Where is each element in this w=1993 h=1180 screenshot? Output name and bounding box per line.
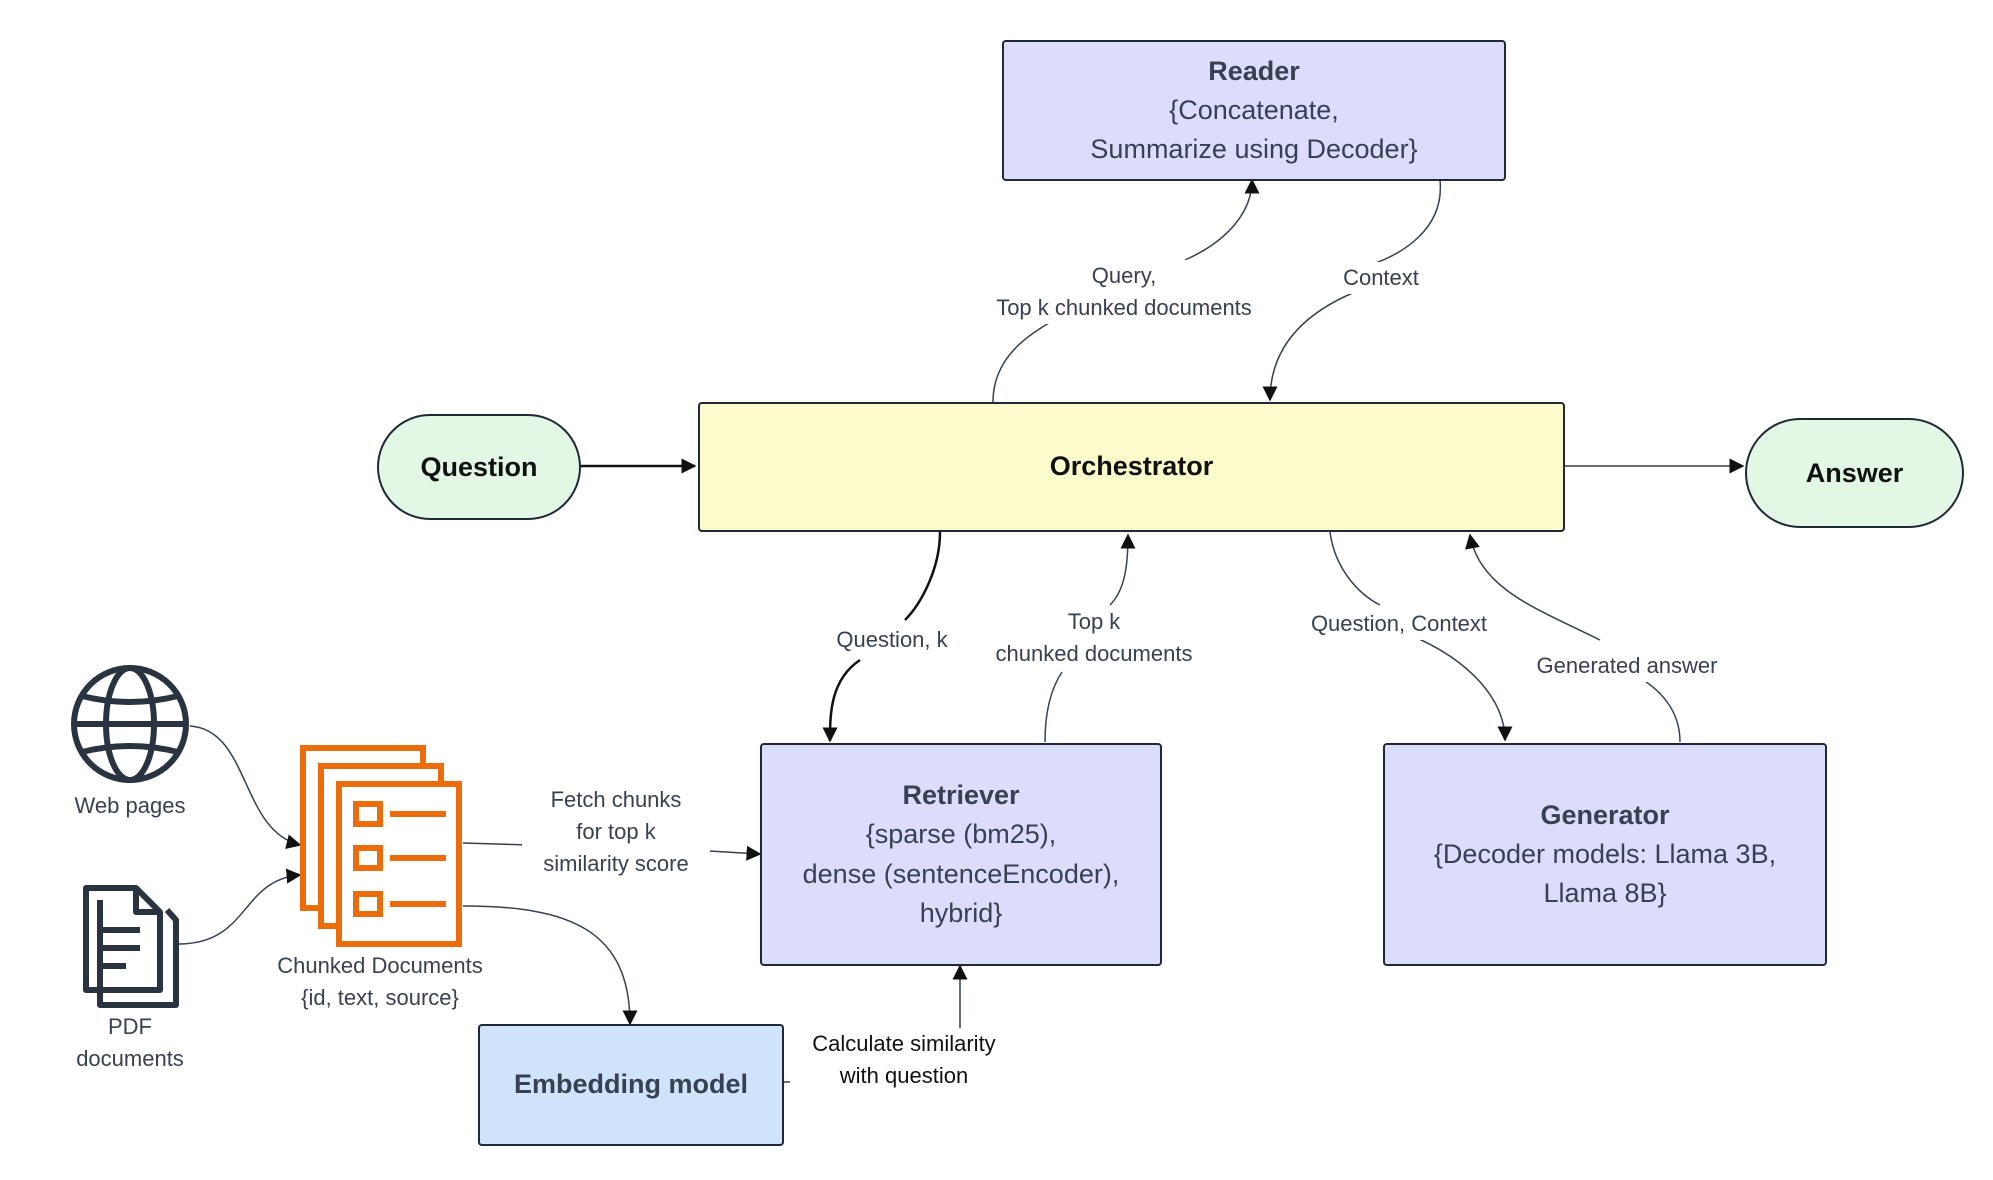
question-pill: Question — [377, 414, 581, 520]
generator-box: Generator {Decoder models: Llama 3B, Lla… — [1383, 743, 1827, 966]
query-topk-line-2: Top k chunked documents — [996, 294, 1252, 320]
edge-orchestrator-generator — [1329, 531, 1505, 740]
globe-icon — [71, 665, 189, 783]
retriever-box: Retriever {sparse (bm25), dense (sentenc… — [760, 743, 1162, 966]
edge-label-context: Context — [1322, 262, 1440, 294]
fetch-chunks-line-1: Fetch chunks — [550, 787, 682, 812]
calc-similarity-line-2: with question — [839, 1062, 969, 1088]
context-line-1: Context — [1343, 265, 1419, 290]
pdf-label-line-1: PDF — [108, 1014, 152, 1039]
edge-label-question-k: Question, k — [818, 624, 966, 656]
chunked-label-line-1: Chunked Documents — [277, 953, 483, 978]
reader-line-1: {Concatenate, — [1169, 94, 1339, 125]
topk-chunked-line-1: Top k — [1067, 609, 1121, 634]
edge-label-generated-answer: Generated answer — [1518, 650, 1736, 682]
question-k-line-1: Question, k — [836, 627, 948, 652]
reader-line-2: Summarize using Decoder} — [1090, 134, 1418, 165]
answer-pill: Answer — [1745, 418, 1964, 528]
edge-label-calc-similarity: Calculate similarity with question — [790, 1028, 1018, 1092]
edge-chunks-embedding — [462, 905, 638, 1026]
web-pages-label: Web pages — [74, 793, 186, 818]
document-icon — [83, 885, 179, 1008]
reader-box: Reader {Concatenate, Summarize using Dec… — [1002, 40, 1506, 181]
edge-pdf-chunks — [177, 868, 302, 945]
chunked-documents-label: Chunked Documents {id, text, source} — [250, 950, 510, 1014]
answer-label: Answer — [1805, 457, 1904, 488]
pdf-documents-label: PDF documents — [50, 1011, 210, 1075]
calc-similarity-line-1: Calculate similarity — [812, 1031, 996, 1056]
chunked-label-line-2: {id, text, source} — [301, 984, 459, 1010]
embedding-model-box: Embedding model — [478, 1024, 784, 1146]
orchestrator-title: Orchestrator — [1049, 451, 1214, 482]
retriever-line-3: hybrid} — [919, 897, 1003, 928]
retriever-line-2: dense (sentenceEncoder), — [802, 858, 1120, 889]
edge-label-topk-chunked: Top k chunked documents — [975, 606, 1213, 670]
retriever-title: Retriever — [902, 780, 1020, 811]
edge-label-question-context: Question, Context — [1290, 608, 1508, 640]
orchestrator-box: Orchestrator — [698, 402, 1565, 532]
generator-line-1: {Decoder models: Llama 3B, — [1433, 838, 1777, 869]
edge-retriever-orchestrator — [1044, 535, 1128, 743]
pdf-label-line-2: documents — [76, 1045, 184, 1071]
generated-answer-line-1: Generated answer — [1536, 653, 1718, 678]
generator-title: Generator — [1540, 799, 1670, 830]
edge-label-query-topk: Query, Top k chunked documents — [970, 260, 1278, 324]
edge-orchestrator-retriever — [830, 531, 942, 741]
edge-label-fetch-chunks: Fetch chunks for top k similarity score — [522, 784, 710, 880]
embedding-model-title: Embedding model — [513, 1069, 748, 1100]
edge-reader-orchestrator — [1270, 179, 1441, 400]
edge-web-chunks — [189, 725, 302, 849]
topk-chunked-line-2: chunked documents — [995, 640, 1193, 666]
reader-title: Reader — [1208, 55, 1300, 86]
generator-line-2: Llama 8B} — [1543, 878, 1667, 909]
fetch-chunks-line-3: similarity score — [543, 850, 689, 876]
retriever-line-1: {sparse (bm25), — [865, 819, 1057, 850]
checklist-stack-icon — [300, 745, 462, 947]
question-label: Question — [420, 451, 538, 482]
question-context-line-1: Question, Context — [1310, 611, 1488, 636]
fetch-chunks-line-2: for top k — [576, 818, 656, 844]
query-topk-line-1: Query, — [1091, 263, 1157, 288]
